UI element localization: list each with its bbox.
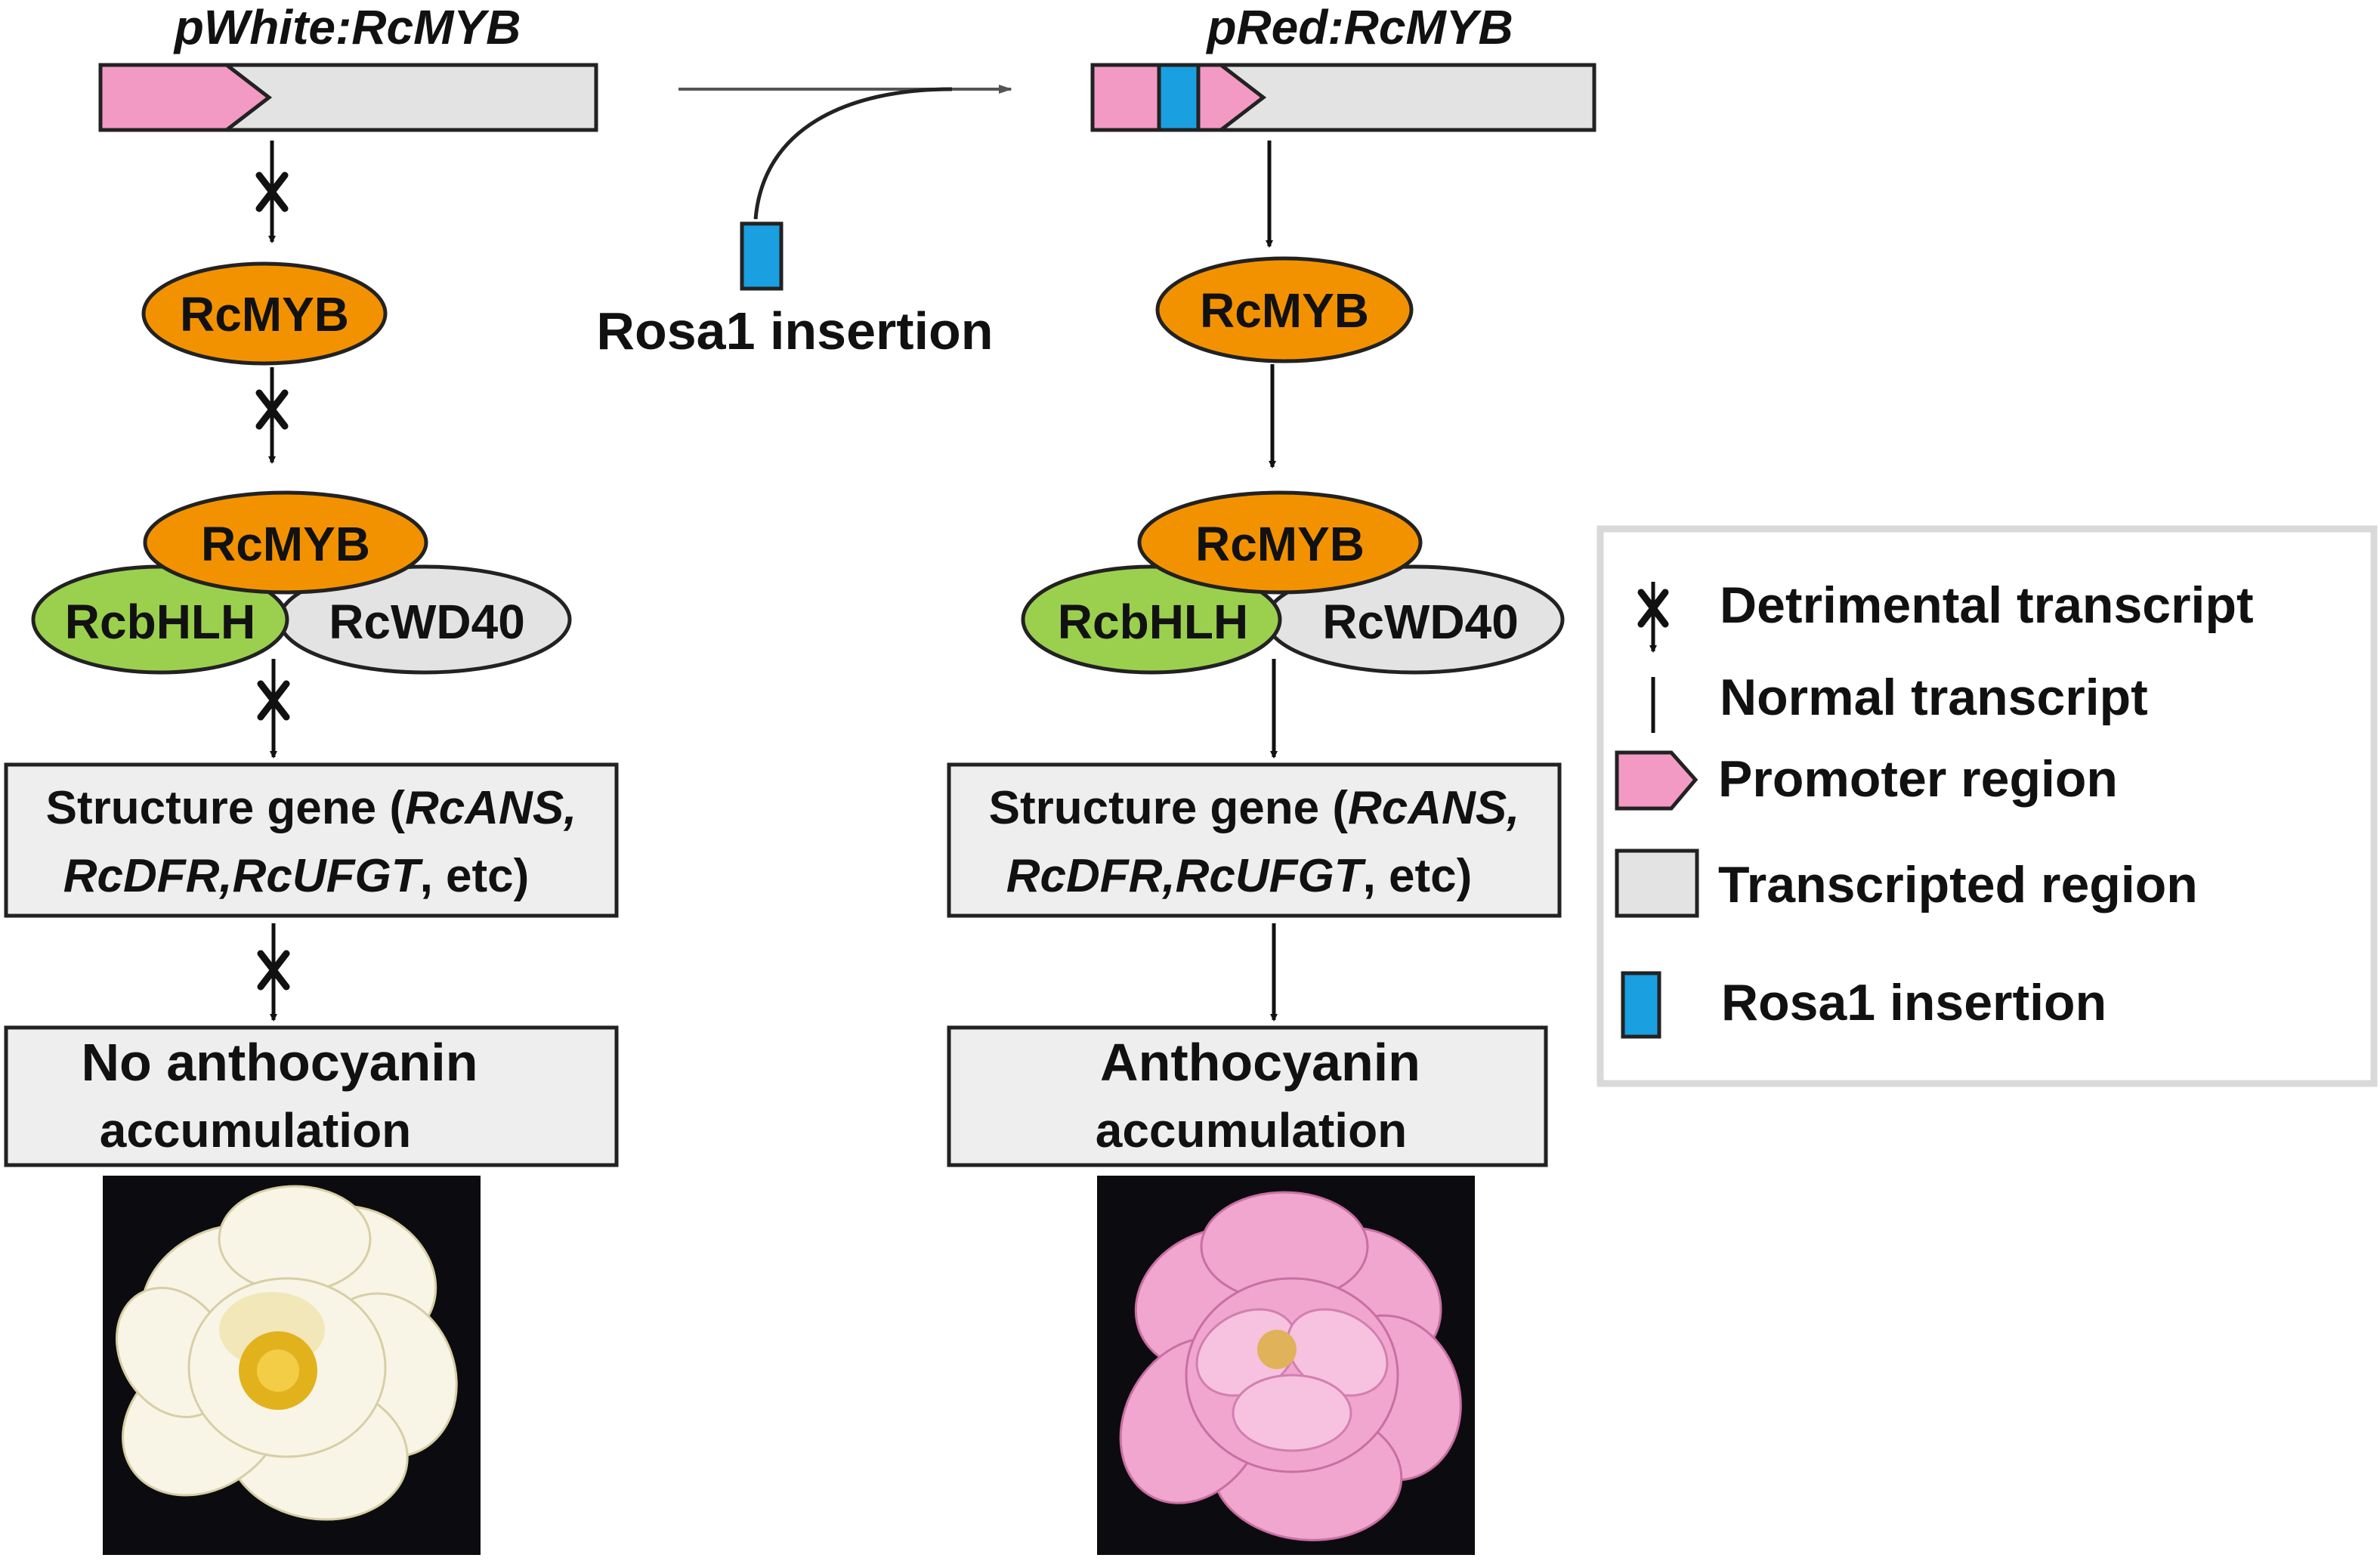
left-complex-myb (143, 490, 428, 595)
left-gene-title: pWhite:RcMYB (173, 0, 521, 54)
right-myb-label: RcMYB (1200, 283, 1369, 338)
right-bhlh-label: RcbHLH (1058, 595, 1248, 649)
left-result-line-2: accumulation (100, 1103, 412, 1158)
right-gene-bar (1090, 63, 1596, 132)
right-result-line-1: Anthocyanin (1100, 1033, 1420, 1092)
detrimental-mark-icon (255, 172, 289, 212)
right-gene-title: pRed:RcMYB (1205, 0, 1513, 54)
right-structure-line-1: Structure gene (RcANS, (989, 782, 1520, 834)
legend-detrimental-label: Detrimental transcript (1720, 576, 2254, 634)
right-bhlh (1021, 564, 1282, 675)
detrimental-mark-icon (255, 389, 289, 430)
right-myb: RcMYB (1155, 256, 1414, 363)
legend-detrimental-icon (1637, 582, 1669, 653)
right-complex-myb (1137, 490, 1423, 595)
left-structure-gene-box: Structure gene (RcANS, RcDFR,RcUFGT, etc… (4, 762, 619, 918)
detrimental-mark-icon (257, 680, 290, 721)
left-wd40-label: RcWD40 (329, 595, 525, 649)
right-wd40-label: RcWD40 (1322, 595, 1519, 649)
left-arrow-3 (257, 659, 290, 759)
left-complex: RcMYB RcbHLH RcWD40 (31, 490, 572, 675)
legend-transcripted-icon (1615, 849, 1699, 918)
left-structure-line-1: Structure gene (RcANS, (46, 782, 577, 834)
left-structure-line-2: RcDFR,RcUFGT, etc) (63, 850, 530, 902)
legend-promoter-label: Promoter region (1718, 750, 2118, 808)
rosa1-insertion-block (740, 221, 784, 291)
legend-transcripted-label: Transcripted region (1718, 856, 2198, 913)
pink-rose-icon (1097, 1176, 1475, 1555)
left-arrow-2 (255, 367, 289, 464)
right-result-line-2: accumulation (1096, 1103, 1408, 1158)
right-insertion-region (1157, 63, 1201, 132)
insertion-label: Rosa1 insertion (596, 301, 993, 360)
legend-promoter-icon (1615, 750, 1698, 811)
right-result-box: Anthocyanin accumulation (947, 1025, 1548, 1167)
left-myb-label: RcMYB (180, 287, 349, 342)
left-result-box: No anthocyanin accumulation (4, 1025, 619, 1167)
legend: Detrimental transcript Normal transcript… (1596, 525, 2378, 1087)
right-structure-gene-box: Structure gene (RcANS, RcDFR,RcUFGT, etc… (947, 762, 1562, 918)
right-structure-line-2: RcDFR,RcUFGT, etc) (1006, 850, 1473, 902)
right-complex: RcMYB RcbHLH RcWD40 (1021, 490, 1565, 675)
left-complex-myb-label: RcMYB (201, 517, 370, 571)
left-promoter-region (98, 63, 273, 132)
left-result-line-1: No anthocyanin (81, 1033, 478, 1092)
legend-frame (1596, 525, 2378, 1087)
right-complex-myb-label: RcMYB (1195, 517, 1365, 571)
left-gene-bar (98, 63, 598, 132)
legend-rosa1-icon (1621, 971, 1661, 1039)
insertion-arrow (678, 85, 1012, 220)
legend-rosa1-label: Rosa1 insertion (1721, 974, 2106, 1031)
left-arrow-4 (257, 923, 290, 1022)
legend-normal-label: Normal transcript (1720, 669, 2148, 726)
detrimental-mark-icon (257, 950, 290, 991)
left-arrow-1 (255, 141, 289, 243)
left-bhlh-label: RcbHLH (65, 595, 255, 649)
left-myb: RcMYB (141, 261, 388, 366)
white-rose-icon (103, 1176, 481, 1555)
